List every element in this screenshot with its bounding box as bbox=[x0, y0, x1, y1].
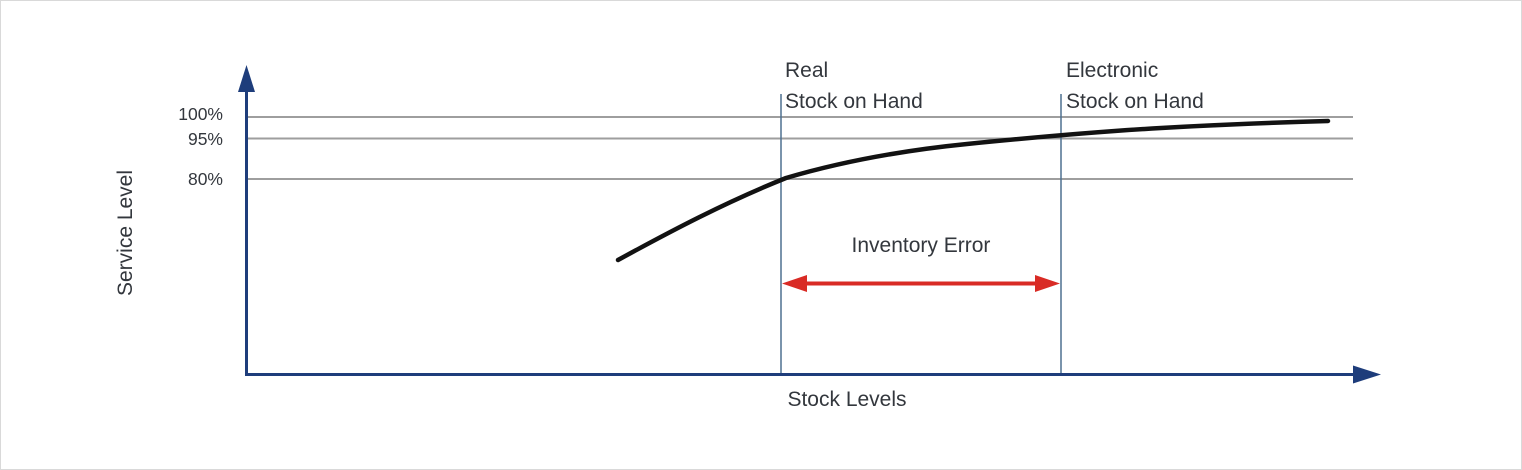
real-stock-label-line1: Real bbox=[785, 59, 828, 82]
electronic-stock-label-line2: Stock on Hand bbox=[1066, 90, 1204, 113]
y-tick-label-95: 95% bbox=[188, 129, 223, 149]
inventory-error-label: Inventory Error bbox=[852, 234, 991, 257]
x-axis-title: Stock Levels bbox=[787, 388, 906, 411]
service-level-curve bbox=[615, 118, 1331, 263]
inventory-error-arrowhead-right bbox=[1035, 275, 1060, 292]
real-stock-label-line2: Stock on Hand bbox=[785, 90, 923, 113]
y-axis-title: Service Level bbox=[114, 170, 137, 296]
electronic-stock-label-line1: Electronic bbox=[1066, 59, 1158, 82]
y-axis-arrowhead-icon bbox=[238, 65, 255, 92]
x-axis-arrowhead-icon bbox=[1353, 365, 1381, 384]
inventory-error-arrowhead-left bbox=[782, 275, 807, 292]
y-tick-label-100: 100% bbox=[178, 104, 223, 124]
y-tick-label-80: 80% bbox=[188, 169, 223, 189]
